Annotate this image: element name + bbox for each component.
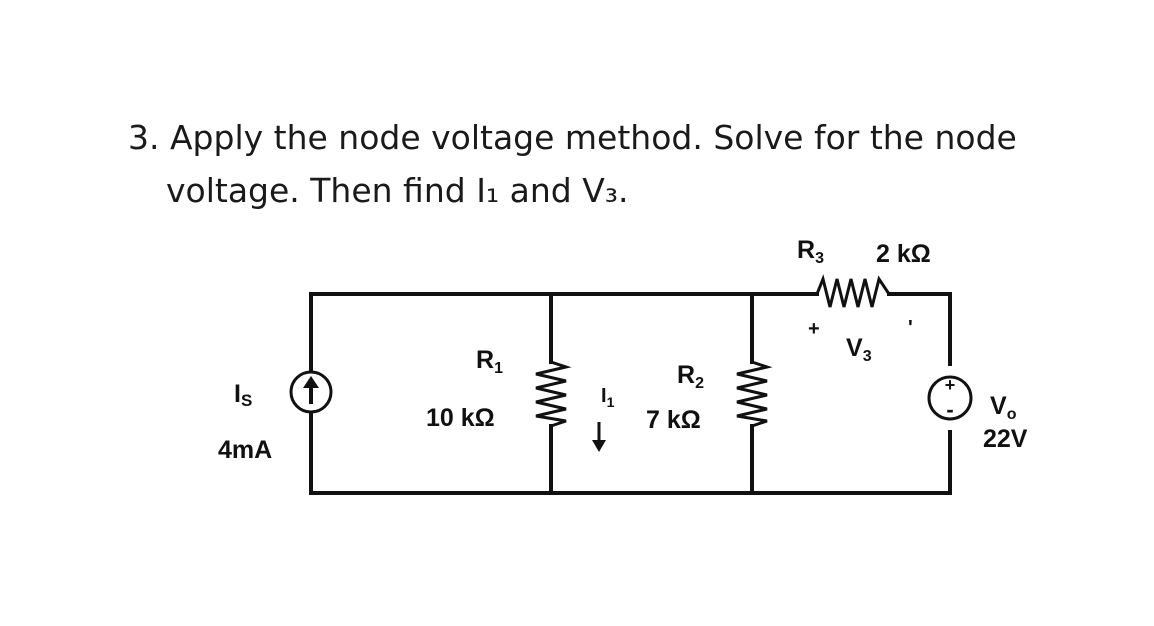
r3-label: R3	[797, 236, 824, 267]
problem-statement-line-1: 3. Apply the node voltage method. Solve …	[128, 118, 1017, 157]
r2-value: 7 kΩ	[646, 406, 701, 434]
r3-value: 2 kΩ	[876, 240, 931, 268]
circuit-wires	[309, 292, 952, 495]
current-source-label: IS	[234, 380, 252, 410]
down-arrow-icon	[592, 440, 606, 452]
v3-label: V3	[846, 334, 872, 365]
v3-plus: +	[808, 318, 820, 340]
current-source-value: 4mA	[218, 436, 272, 464]
v3-minus: '	[908, 317, 913, 339]
resistor-r3-icon	[815, 274, 891, 308]
up-arrow-icon	[303, 376, 319, 388]
wire-top-right	[887, 292, 952, 366]
r1-value: 10 kΩ	[426, 404, 495, 432]
r1-label: R1	[476, 346, 503, 377]
problem-statement-line-2: voltage. Then find I₁ and V₃.	[166, 171, 629, 210]
wire-top-left	[309, 292, 819, 374]
voltage-source-label: Vo	[990, 392, 1017, 423]
voltage-source-icon	[927, 375, 973, 421]
r2-label: R2	[677, 361, 704, 392]
voltage-source-plus: +	[945, 375, 956, 395]
resistor-r1-icon	[535, 360, 572, 428]
voltage-source-value: 22V	[983, 425, 1028, 453]
resistor-r2-icon	[736, 360, 773, 428]
i1-label: I1	[601, 385, 615, 410]
voltage-source-minus: -	[946, 397, 953, 422]
